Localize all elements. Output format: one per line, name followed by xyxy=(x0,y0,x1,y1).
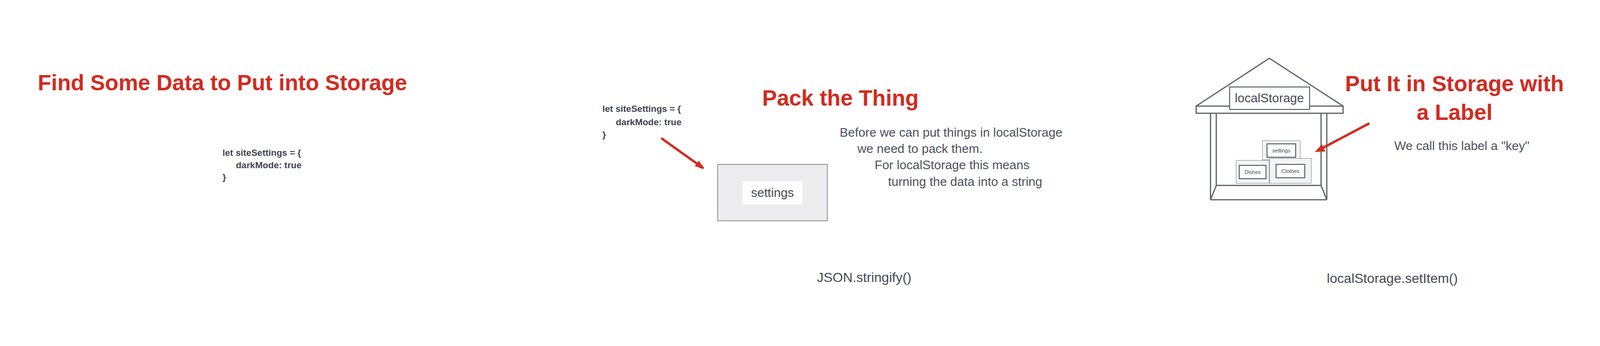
code-line: let siteSettings = { xyxy=(602,103,681,115)
house-outline xyxy=(1196,58,1344,200)
panel-title: Put It in Storage with a Label xyxy=(1342,69,1567,128)
storage-box: Dishes xyxy=(1235,160,1270,184)
note-text: For localStorage this means xyxy=(874,157,1030,173)
code-line: } xyxy=(602,129,606,141)
box-label: settings xyxy=(1266,143,1297,158)
storage-label: localStorage xyxy=(1229,86,1311,111)
arrow-head xyxy=(1314,144,1326,153)
code-line: let siteSettings = { xyxy=(222,147,301,159)
function-name: JSON.stringify() xyxy=(816,269,912,287)
pointer-arrow xyxy=(1320,123,1370,150)
note-text: We call this label a "key" xyxy=(1394,138,1530,154)
storage-house: localStorage settingsDishes Clothes xyxy=(1194,55,1345,202)
storage-box: Clothes xyxy=(1269,158,1312,184)
function-name: localStorage.setItem() xyxy=(1326,270,1458,288)
panel-title: Find Some Data to Put into Storage xyxy=(37,69,408,97)
box-label: settings xyxy=(742,181,803,205)
note-text: we need to pack them. xyxy=(857,141,983,157)
note-text: Before we can put things in localStorage xyxy=(839,125,1063,141)
code-line: darkMode: true xyxy=(235,160,302,172)
note-text: turning the data into a string xyxy=(888,174,1043,190)
pointer-arrow xyxy=(661,138,704,169)
box-label: Clothes xyxy=(1275,164,1305,179)
package-box: settings xyxy=(717,164,828,222)
arrow-head xyxy=(694,160,704,169)
code-line: darkMode: true xyxy=(615,117,682,129)
code-line: } xyxy=(222,172,226,184)
panel-title: Pack the Thing xyxy=(762,85,919,112)
box-label: Dishes xyxy=(1238,165,1267,180)
storage-box: settings xyxy=(1262,140,1301,161)
